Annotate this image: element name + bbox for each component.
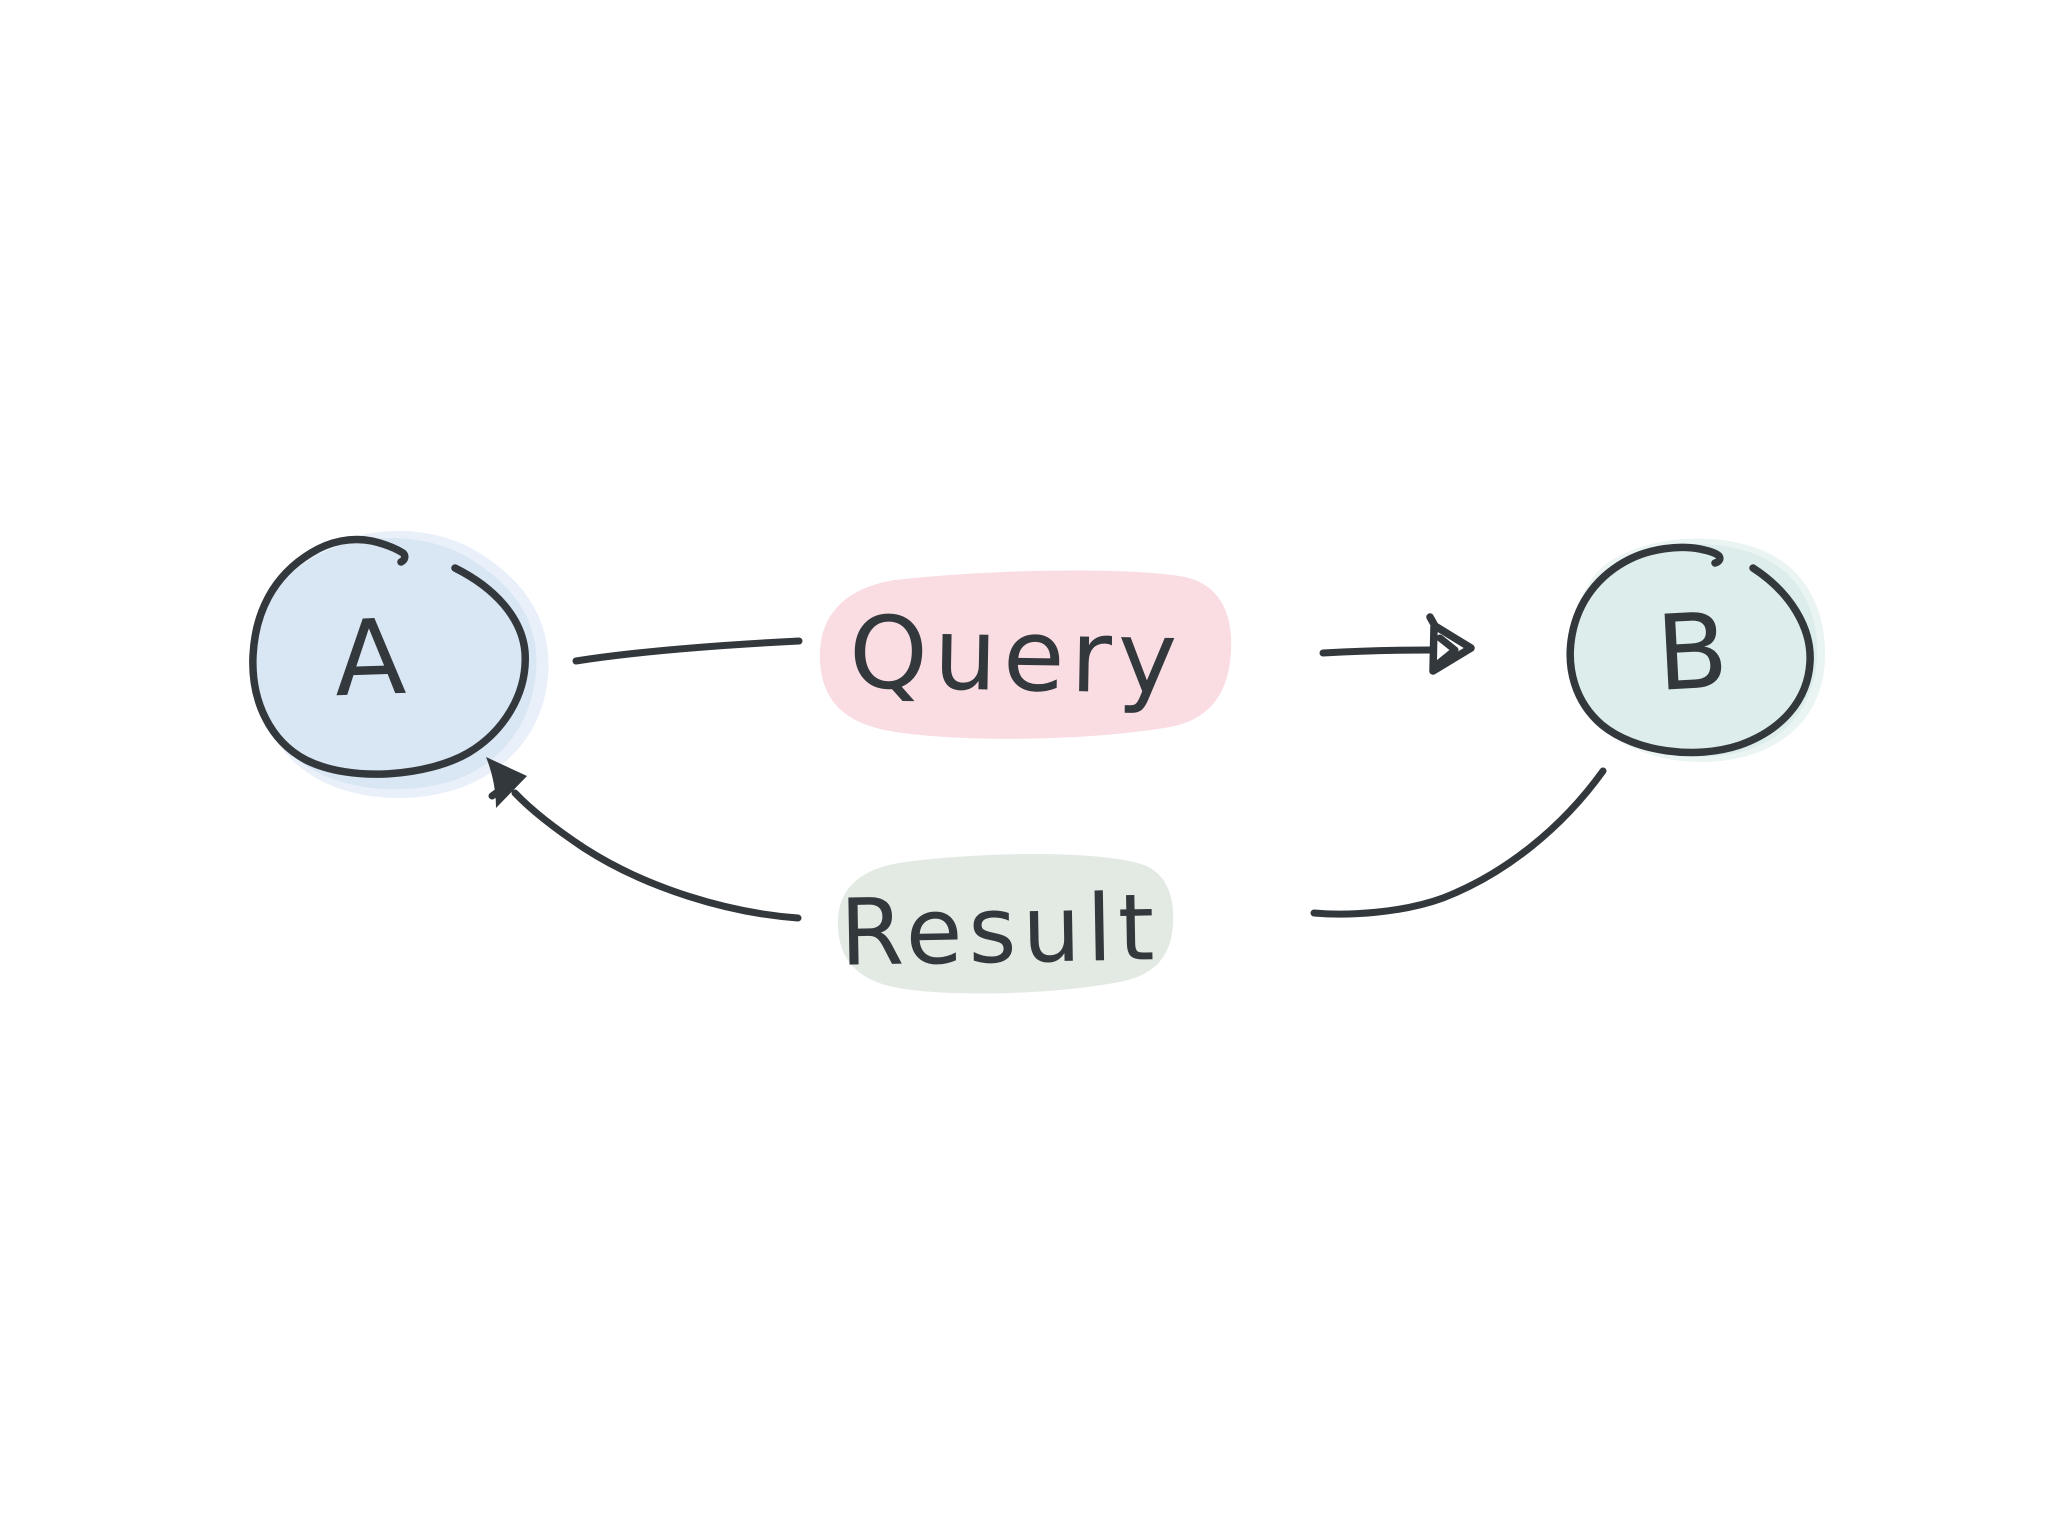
- node-b-label: B: [1653, 589, 1731, 715]
- query-label-text: Query: [848, 594, 1184, 717]
- edge-a-to-query-line: [572, 637, 803, 665]
- node-a-fill: [255, 538, 537, 790]
- arrowhead-to-b-scribble: [1435, 634, 1459, 667]
- query-label: Query: [819, 570, 1232, 739]
- edge-result-to-a-curve: [511, 789, 802, 922]
- node-b-outline: [1566, 543, 1814, 757]
- edge-query-to-b: [1319, 613, 1475, 675]
- edge-b-to-result-curve: [1310, 767, 1607, 918]
- arrowhead-to-b-icon: [1426, 613, 1475, 675]
- node-b: B: [1566, 538, 1826, 763]
- edge-query-to-b-line: [1319, 646, 1434, 657]
- node-b-fill: [1573, 543, 1818, 757]
- node-a-label: A: [332, 596, 407, 720]
- node-a-outline: [249, 535, 529, 778]
- arrowhead-to-a-scribble: [488, 763, 518, 800]
- result-label-text: Result: [839, 874, 1161, 987]
- node-a: A: [249, 530, 549, 799]
- edge-result-to-a: [486, 757, 802, 922]
- query-label-fill: [819, 570, 1232, 739]
- result-label-fill: [837, 853, 1174, 994]
- result-label: Result: [837, 853, 1174, 994]
